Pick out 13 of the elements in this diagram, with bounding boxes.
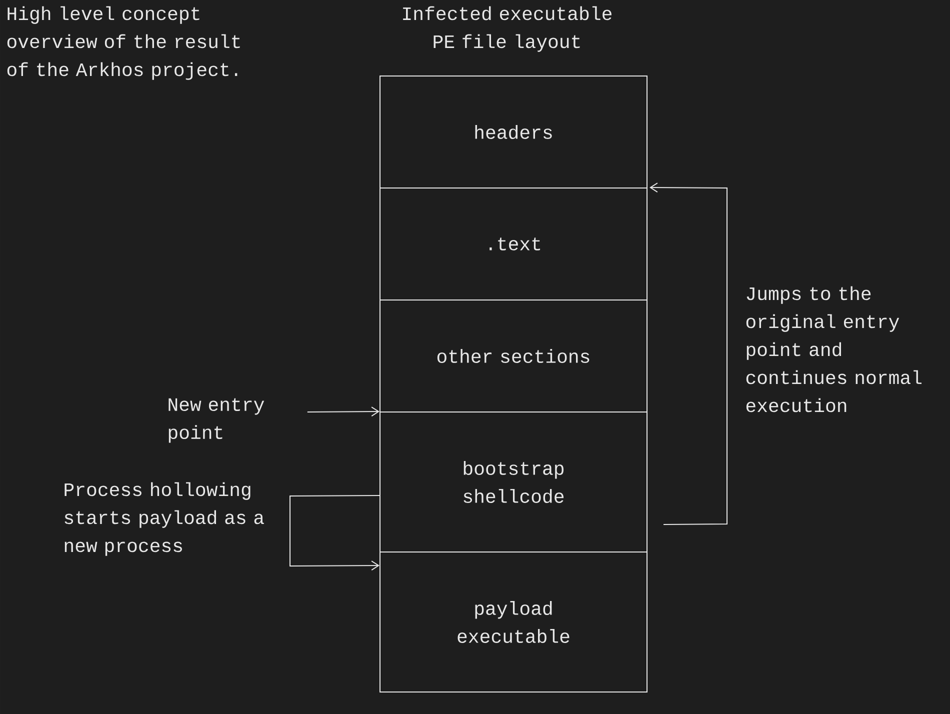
edge-label: Process hollowing starts payload as a new process — [64, 482, 264, 556]
section-box: bootstrap shellcode — [380, 412, 648, 552]
section-box: payload executable — [380, 552, 648, 692]
arrow — [306, 406, 380, 417]
section-box: headers — [380, 76, 648, 188]
title: Infected executable PE file layout — [403, 6, 612, 52]
arrow — [290, 495, 380, 571]
edge-label: Jumps to the original entry point and continues normal execution — [746, 286, 922, 412]
section-box: other sections — [380, 300, 648, 412]
section-box: .text — [380, 188, 648, 300]
note-text: High level concept overview of the result of the Arkhos project. — [7, 6, 240, 80]
arrow — [650, 182, 728, 525]
entry-point-text: New entry point — [168, 398, 264, 443]
